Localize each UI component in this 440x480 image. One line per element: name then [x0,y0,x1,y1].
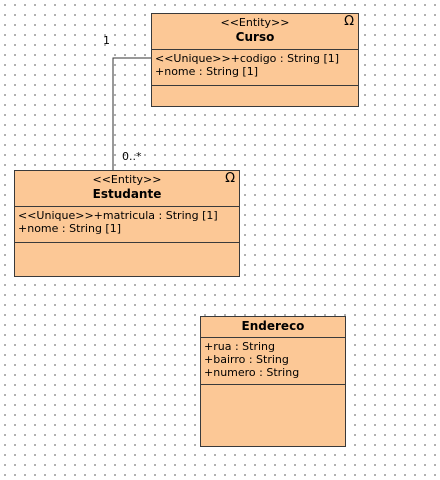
multiplicity-estudante: 0..* [122,150,142,163]
attributes-compartment: <<Unique>>+codigo : String [1] +nome : S… [152,50,358,86]
class-curso[interactable]: <<Entity>> Curso Ω <<Unique>>+codigo : S… [151,13,359,107]
attribute-item: <<Unique>>+matricula : String [1] [18,209,218,222]
class-estudante[interactable]: <<Entity>> Estudante Ω <<Unique>>+matric… [14,170,240,277]
class-endereco[interactable]: Endereco +rua : String +bairro : String … [200,316,346,447]
attribute-item: +numero : String [204,366,300,379]
class-header: <<Entity>> Curso Ω [152,14,358,50]
attributes-compartment: <<Unique>>+matricula : String [1] +nome … [15,207,239,243]
entity-omega-icon: Ω [225,171,235,186]
stereotype-label: <<Entity>> [220,16,290,29]
attribute-item: +nome : String [1] [18,222,122,235]
class-name: Estudante [92,187,162,201]
attribute-item: +bairro : String [204,353,289,366]
attribute-item: +rua : String [204,340,275,353]
class-header: <<Entity>> Estudante Ω [15,171,239,207]
multiplicity-curso: 1 [103,34,110,47]
association-line[interactable] [112,57,152,170]
class-name: Endereco [241,319,305,333]
entity-omega-icon: Ω [344,14,354,29]
attribute-item: +nome : String [1] [155,65,259,78]
attributes-compartment: +rua : String +bairro : String +numero :… [201,338,345,385]
class-name: Curso [235,30,275,44]
stereotype-label: <<Entity>> [92,173,162,186]
class-header: Endereco [201,317,345,338]
attribute-item: <<Unique>>+codigo : String [1] [155,52,340,65]
